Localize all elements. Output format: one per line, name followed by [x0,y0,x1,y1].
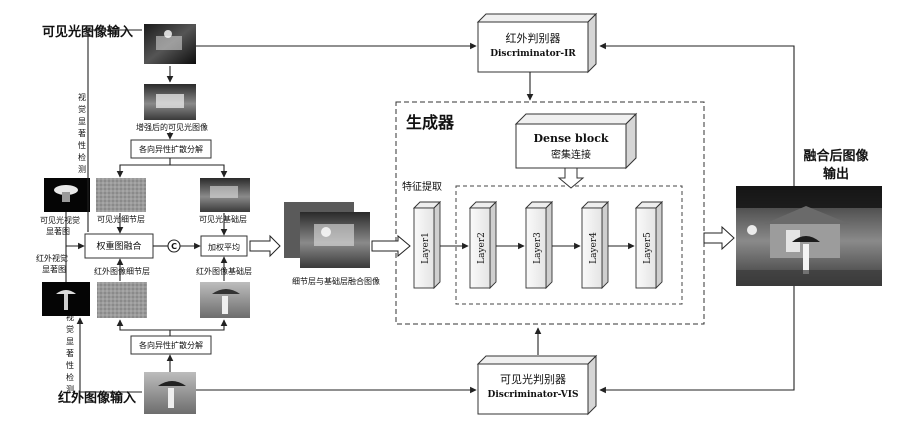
output-label-1: 融合后图像 [803,148,869,164]
infrared-saliency-map-image [42,282,90,316]
saliency-top-char: 显 [78,117,86,126]
arrow [599,286,795,394]
discriminator-vis-box [476,354,598,416]
into-generator-hollow-arrow [371,234,411,258]
infrared-saliency-label-1: 红外视觉 [36,253,68,263]
dense-block-box [514,112,638,170]
visible-saliency-label-1: 可见光视觉 [40,215,80,225]
saliency-top-char: 视 [78,92,86,102]
infrared-detail-image [97,282,147,318]
infrared-input-image [144,372,196,414]
layer-5: Layer5 [634,200,664,290]
arrow [170,319,228,331]
fused-layer-image [284,202,370,268]
arrow [116,319,171,336]
discriminator-ir-en: Discriminator-IR [490,49,576,59]
layer-1: Layer1 [412,200,442,290]
layer-4: Layer4 [580,200,610,290]
infrared-input-label: 红外图像输入 [58,390,136,406]
out-generator-hollow-arrow [703,225,735,251]
discriminator-vis-cn: 可见光判别器 [500,372,566,386]
layer-2: Layer2 [468,200,498,290]
layer-2-label: Layer2 [477,232,487,264]
layer-3: Layer3 [524,200,554,290]
feature-extract-label: 特征提取 [402,181,442,193]
arrow [170,164,228,178]
aniso-top-label: 各向异性扩散分解 [139,144,203,154]
saliency-top-char: 觉 [78,104,86,114]
infrared-detail-label: 红外图像细节层 [94,266,150,276]
to-fused-hollow-arrow [249,234,281,258]
discriminator-ir-cn: 红外判别器 [506,32,561,45]
output-label-2: 输出 [823,166,849,182]
saliency-top-char: 测 [78,165,86,174]
layer-3-label: Layer3 [533,232,543,264]
visual-saliency-top-label: 视 觉 显 著 性 检 测 [78,92,86,174]
generator-title: 生成器 [406,113,455,132]
fused-layer-label: 细节层与基础层融合图像 [292,276,380,286]
visible-saliency-map-image [44,178,90,212]
enhanced-visible-image [144,84,196,120]
enhanced-visible-label: 增强后的可见光图像 [136,122,208,132]
arrow [599,42,795,186]
saliency-top-char: 检 [78,152,86,162]
visual-saliency-bottom-label: 视 觉 显 著 性 检 测 [66,312,74,394]
saliency-bottom-char: 视 [66,312,74,322]
weight-fusion-label: 权重图融合 [96,240,141,252]
concat-symbol: C [171,242,177,251]
dense-block-cn: 密集连接 [551,148,591,161]
dense-block-en: Dense block [533,132,608,145]
discriminator-vis-en: Discriminator-VIS [488,390,579,400]
saliency-bottom-char: 著 [66,348,74,358]
visible-detail-label: 可见光细节层 [97,214,145,224]
infrared-base-image [200,282,250,318]
infrared-saliency-label-2: 显著图 [42,264,66,274]
saliency-bottom-char: 觉 [66,324,74,334]
saliency-top-char: 性 [78,140,86,150]
visible-detail-image [96,178,146,212]
generator-frame [395,101,705,325]
layer-4-label: Layer4 [589,232,599,264]
weighted-avg-box [200,235,248,257]
dense-down-hollow-arrow [557,167,585,189]
aniso-top-box [130,139,212,159]
aniso-bottom-box [130,335,212,355]
saliency-bottom-char: 测 [66,385,74,394]
arrow [116,158,171,178]
visible-input-image [144,24,196,64]
saliency-top-char: 著 [78,128,86,138]
weighted-avg-label: 加权平均 [208,242,240,252]
discriminator-ir-box [476,12,598,74]
saliency-bottom-char: 显 [66,337,74,346]
fused-output-image [736,186,882,286]
layer-5-label: Layer5 [643,232,653,264]
saliency-bottom-char: 性 [66,360,74,370]
saliency-bottom-char: 检 [66,372,74,382]
layer-1-label: Layer1 [421,232,431,264]
aniso-bottom-label: 各向异性扩散分解 [139,340,203,350]
visible-base-image [200,178,250,212]
visible-base-label: 可见光基础层 [199,214,247,224]
visible-saliency-label-2: 显著图 [46,226,70,236]
